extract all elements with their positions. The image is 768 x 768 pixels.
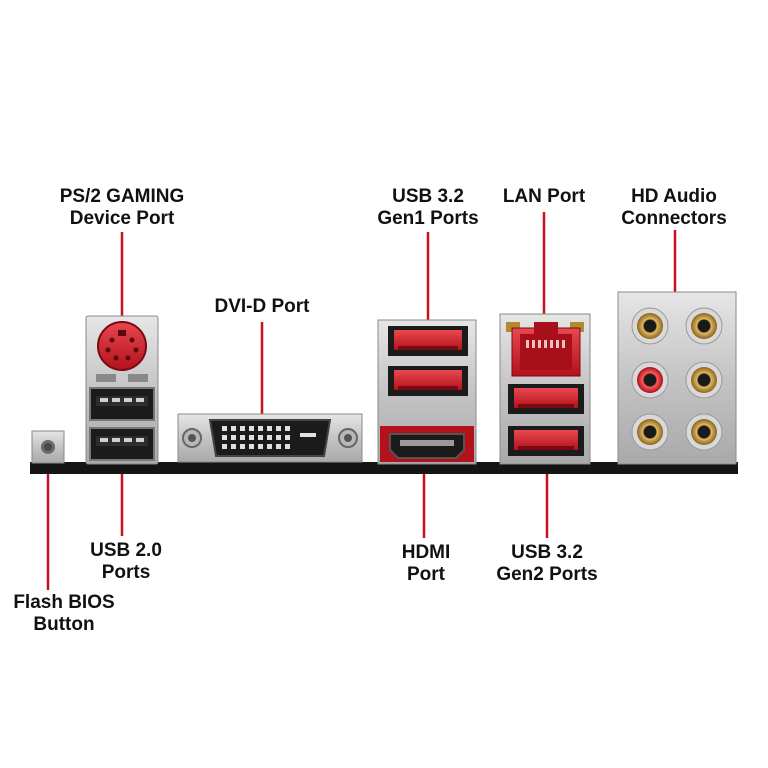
dvi-pin [258,426,263,431]
dvi-pin [258,435,263,440]
label-line: Button [33,614,95,635]
dvi-pin [276,426,281,431]
label-usb20-ports: USB 2.0 Ports [80,540,172,584]
dvi-pin [276,435,281,440]
audio-jack [685,413,723,451]
lan-usb32gen2-stack [499,313,591,465]
dvi-pin [231,435,236,440]
audio-jack [631,413,669,451]
audio-jack [631,307,669,345]
hdmi-port [380,426,474,462]
ps2-port [97,321,147,371]
label-hd-audio-connectors: HD Audio Connectors [612,186,736,230]
label-usb32-gen1-ports: USB 3.2 Gen1 Ports [370,186,486,230]
usb20-port-top [89,387,155,421]
label-line: Gen1 Ports [377,208,479,229]
dvi-pin [231,426,236,431]
label-lan-port: LAN Port [494,186,594,208]
label-line: DVI-D Port [214,296,310,317]
audio-jack [685,361,723,399]
usb32-gen2-port-bottom [508,426,584,456]
label-line: HDMI [401,542,451,563]
flash-bios-button [31,430,65,464]
dvi-pin [222,426,227,431]
label-line: USB 3.2 [392,186,464,207]
label-line: HD Audio [631,186,717,207]
dvi-pin [240,426,245,431]
dvi-pin [285,426,290,431]
dvi-pin [258,444,263,449]
label-line: PS/2 GAMING [59,186,185,207]
dvi-d-port [177,413,363,463]
dvi-pin [240,444,245,449]
dvi-pin [276,444,281,449]
usb20-port-bottom [89,427,155,461]
dvi-pin [267,426,272,431]
label-dvi-d-port: DVI-D Port [200,296,324,318]
usb32-gen2-port-top [508,384,584,414]
dvi-pin [240,435,245,440]
usb32-gen1-port-bottom [388,366,468,396]
dvi-pin [267,444,272,449]
dvi-pin [285,435,290,440]
hd-audio-connectors [617,291,737,465]
dvi-pin [249,435,254,440]
label-line: Flash BIOS [13,592,115,613]
usb32-gen1-port-top [388,326,468,356]
audio-jack [685,307,723,345]
label-line: Gen2 Ports [496,564,598,585]
label-hdmi-port: HDMI Port [388,542,464,586]
ps2-usb20-stack [85,315,159,465]
label-line: Connectors [621,208,727,229]
usb32gen1-hdmi-stack [377,319,477,465]
label-line: LAN Port [502,186,586,207]
label-usb32-gen2-ports: USB 3.2 Gen2 Ports [486,542,608,586]
audio-jack-red [631,361,669,399]
dvi-pin [249,426,254,431]
label-line: Device Port [69,208,175,229]
dvi-pin [231,444,236,449]
dvi-pin [249,444,254,449]
dvi-pin [285,444,290,449]
io-shield-baseline [30,462,738,474]
label-line: Port [407,564,445,585]
label-line: Ports [101,562,151,583]
label-flash-bios-button: Flash BIOS Button [6,592,122,636]
label-ps2-gaming-device-port: PS/2 GAMING Device Port [52,186,192,230]
dvi-pin [267,435,272,440]
dvi-pin [222,444,227,449]
lan-port [511,322,581,377]
label-line: USB 3.2 [511,542,583,563]
dvi-pin [222,435,227,440]
label-line: USB 2.0 [90,540,162,561]
